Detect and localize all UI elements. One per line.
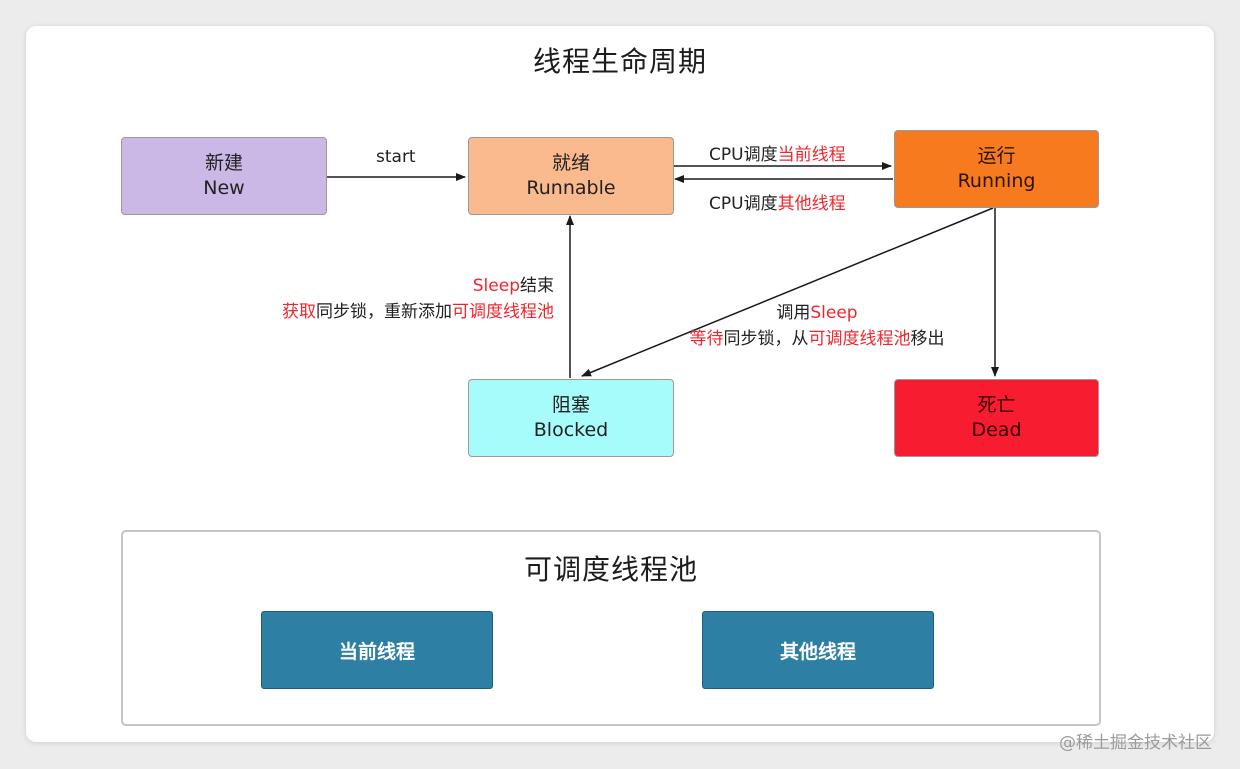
watermark: @稀土掘金技术社区 — [1059, 733, 1212, 753]
edge-label-cpu-other-prefix: CPU调度 — [709, 194, 778, 214]
edge-label-blocked-line2: 获取同步锁，重新添加可调度线程池 — [282, 299, 554, 325]
node-runnable: 就绪 Runnable — [468, 137, 674, 215]
pool-remove-highlight: 可调度线程池 — [808, 329, 911, 349]
pool-other-thread: 其他线程 — [702, 611, 934, 689]
node-blocked-en: Blocked — [533, 419, 609, 441]
node-blocked-cn: 阻塞 — [551, 394, 590, 416]
edge-label-blocked-to-runnable: Sleep结束 获取同步锁，重新添加可调度线程池 — [282, 273, 554, 325]
node-running-en: Running — [957, 170, 1036, 192]
node-runnable-en: Runnable — [526, 177, 616, 199]
diagram-title: 线程生命周期 — [532, 45, 707, 78]
edge-label-cpu-current-prefix: CPU调度 — [709, 145, 778, 165]
edge-label-cpu-current-highlight: 当前线程 — [777, 145, 846, 165]
edge-label-cpu-current: CPU调度当前线程 — [709, 140, 846, 165]
edge-label-start: start — [376, 147, 416, 167]
edge-label-running-line1: 调用Sleep — [682, 300, 952, 326]
remove-text: 移出 — [910, 329, 945, 349]
node-dead-en: Dead — [971, 419, 1022, 441]
sleep-call-highlight: Sleep — [810, 303, 858, 323]
edge-label-cpu-other: CPU调度其他线程 — [709, 189, 846, 214]
wait-highlight: 等待 — [689, 329, 724, 349]
node-new: 新建 New — [121, 137, 327, 215]
node-running: 运行 Running — [894, 130, 1099, 208]
node-new-cn: 新建 — [204, 152, 243, 174]
edge-label-running-line2: 等待同步锁，从可调度线程池移出 — [682, 326, 952, 352]
node-runnable-cn: 就绪 — [551, 152, 590, 174]
acquire-highlight: 获取 — [282, 302, 316, 322]
sleep-highlight: Sleep — [472, 276, 520, 296]
node-new-en: New — [203, 177, 245, 199]
node-dead: 死亡 Dead — [894, 379, 1099, 457]
sleep-end-text: 结束 — [520, 276, 554, 296]
edge-label-cpu-other-highlight: 其他线程 — [777, 194, 846, 214]
node-dead-cn: 死亡 — [977, 394, 1016, 416]
pool-title: 可调度线程池 — [523, 553, 698, 586]
node-running-cn: 运行 — [977, 145, 1016, 167]
node-blocked: 阻塞 Blocked — [468, 379, 674, 457]
pool-current-thread: 当前线程 — [261, 611, 493, 689]
edge-label-blocked-line1: Sleep结束 — [282, 273, 554, 299]
pool-highlight: 可调度线程池 — [452, 302, 554, 322]
edge-label-running-to-blocked: 调用Sleep 等待同步锁，从可调度线程池移出 — [682, 300, 952, 352]
lock-from-text: 同步锁，从 — [723, 329, 809, 349]
lock-readd-text: 同步锁，重新添加 — [316, 302, 452, 322]
call-text: 调用 — [776, 303, 811, 323]
